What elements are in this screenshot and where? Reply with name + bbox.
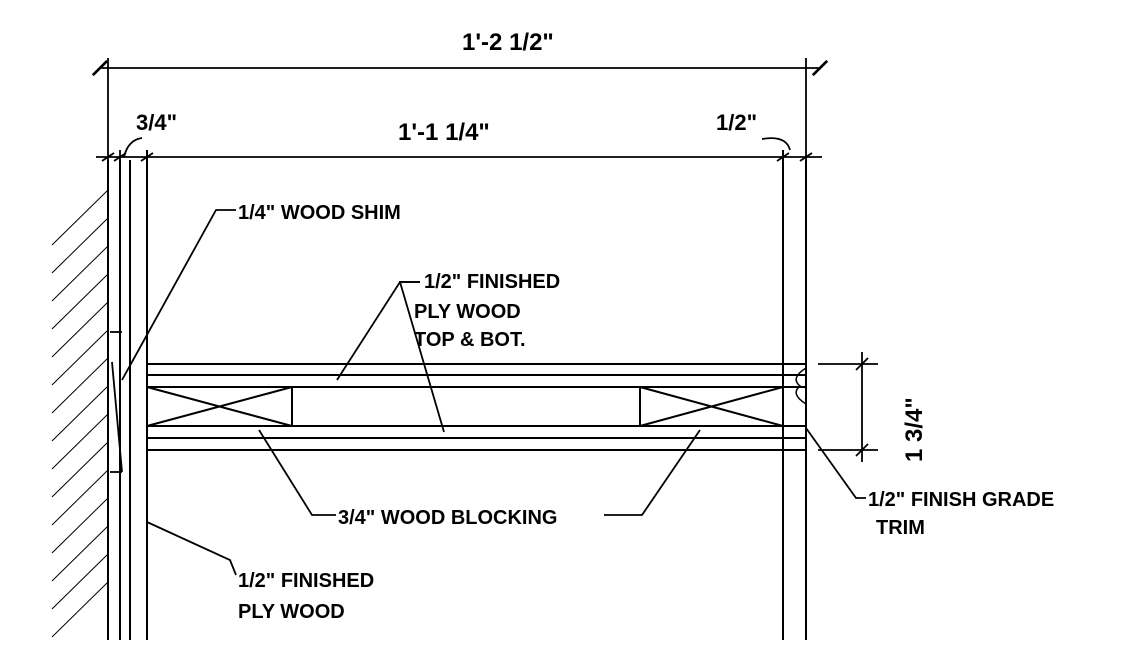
plywood-top-label-3: TOP & BOT. — [414, 329, 526, 351]
dimension-lines — [91, 58, 878, 462]
plywood-side-label-1: 1/2" FINISHED — [238, 570, 374, 592]
wood-blocking-label: 3/4" WOOD BLOCKING — [338, 507, 558, 529]
inner-width-label: 1'-1 1/4" — [398, 119, 490, 146]
overall-width-label: 1'-2 1/2" — [462, 29, 554, 56]
shelf-thickness-label: 1 3/4" — [901, 397, 928, 462]
plywood-top-label-1: 1/2" FINISHED — [424, 271, 560, 293]
wood-shim-label: 1/4" WOOD SHIM — [238, 202, 401, 224]
leader-lines — [121, 209, 866, 576]
wall-hatch — [51, 189, 109, 638]
trim-label-1: 1/2" FINISH GRADE — [868, 489, 1054, 511]
right-offset-label: 1/2" — [716, 110, 757, 135]
trim-label-2: TRIM — [876, 517, 925, 539]
side-panels — [107, 150, 807, 640]
plywood-top-label-2: PLY WOOD — [414, 301, 521, 323]
wood-shim — [110, 331, 123, 473]
plywood-side-label-2: PLY WOOD — [238, 601, 345, 623]
left-offset-label: 3/4" — [136, 110, 177, 135]
shelf-assembly — [146, 363, 807, 451]
